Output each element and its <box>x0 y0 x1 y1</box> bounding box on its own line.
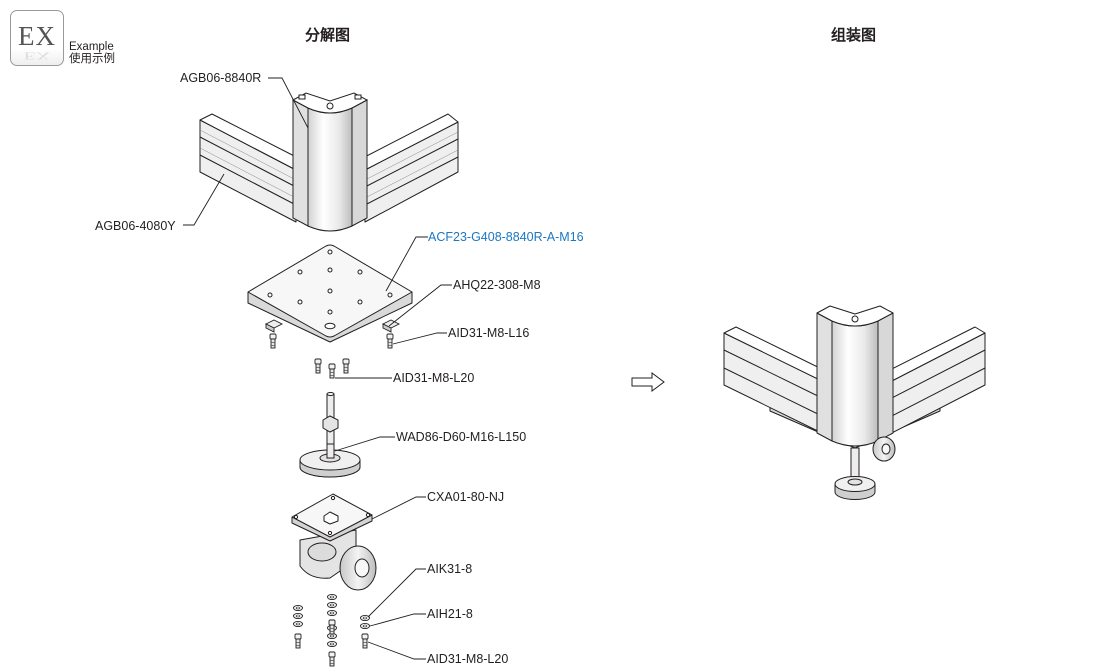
assembly-arrow <box>631 372 665 392</box>
assembled-unit <box>723 305 986 500</box>
leader-spring-washer <box>367 568 426 618</box>
label-bolt-top: AID31-M8-L16 <box>448 326 529 340</box>
assembled-view-title: 组装图 <box>831 27 877 44</box>
label-bolt-bottom: AID31-M8-L20 <box>427 652 508 666</box>
label-profile-corner: AGB06-8840R <box>180 71 261 85</box>
assembled-column <box>816 305 894 447</box>
profile-corner-column <box>291 92 369 232</box>
leader-leveling-foot <box>334 436 395 452</box>
exploded-view-title: 分解图 <box>305 27 351 44</box>
bolt-mid-1 <box>314 358 322 374</box>
t-nut-right <box>381 319 401 333</box>
connector-plate <box>247 244 413 343</box>
leader-bolt-top <box>392 332 447 345</box>
label-spring-washer: AIK31-8 <box>427 562 472 576</box>
badge-label-cn: 使用示例 <box>69 53 115 65</box>
leader-flat-washer <box>369 613 426 627</box>
example-badge: EX EX <box>10 10 64 66</box>
label-nut: AHQ22-308-M8 <box>453 278 541 292</box>
caster-wheel <box>291 493 377 591</box>
fastener-stack-right <box>360 614 370 649</box>
fastener-stack-center <box>327 593 337 667</box>
leader-profile-side <box>183 173 225 226</box>
bolt-mid-2 <box>328 363 336 379</box>
leader-caster <box>371 496 426 520</box>
bolt-mid-3 <box>342 358 350 374</box>
assembled-leveling-foot <box>834 447 876 500</box>
fastener-stack-left <box>293 604 303 649</box>
label-connector-plate: ACF23-G408-8840R-A-M16 <box>428 230 584 244</box>
leader-connector-plate <box>385 236 428 292</box>
t-nut-left <box>264 319 284 333</box>
assembled-caster <box>872 436 896 462</box>
label-flat-washer: AIH21-8 <box>427 607 473 621</box>
badge-label: Example 使用示例 <box>69 41 115 65</box>
leader-bolt-bottom <box>367 641 426 660</box>
leveling-foot <box>299 392 361 478</box>
leader-profile-corner <box>268 77 309 129</box>
assembled-right-arm <box>877 326 986 436</box>
label-bolt-mid: AID31-M8-L20 <box>393 371 474 385</box>
leader-nut <box>388 284 452 327</box>
bolt-top-left <box>269 333 277 349</box>
badge-code: EX <box>18 21 56 51</box>
badge-label-en: Example <box>69 41 114 53</box>
profile-left-arm <box>199 113 307 223</box>
label-leveling-foot: WAD86-D60-M16-L150 <box>396 430 526 444</box>
label-caster: CXA01-80-NJ <box>427 490 504 504</box>
label-profile-side: AGB06-4080Y <box>95 219 176 233</box>
bolt-top-right <box>386 333 394 349</box>
profile-right-arm <box>354 113 459 223</box>
